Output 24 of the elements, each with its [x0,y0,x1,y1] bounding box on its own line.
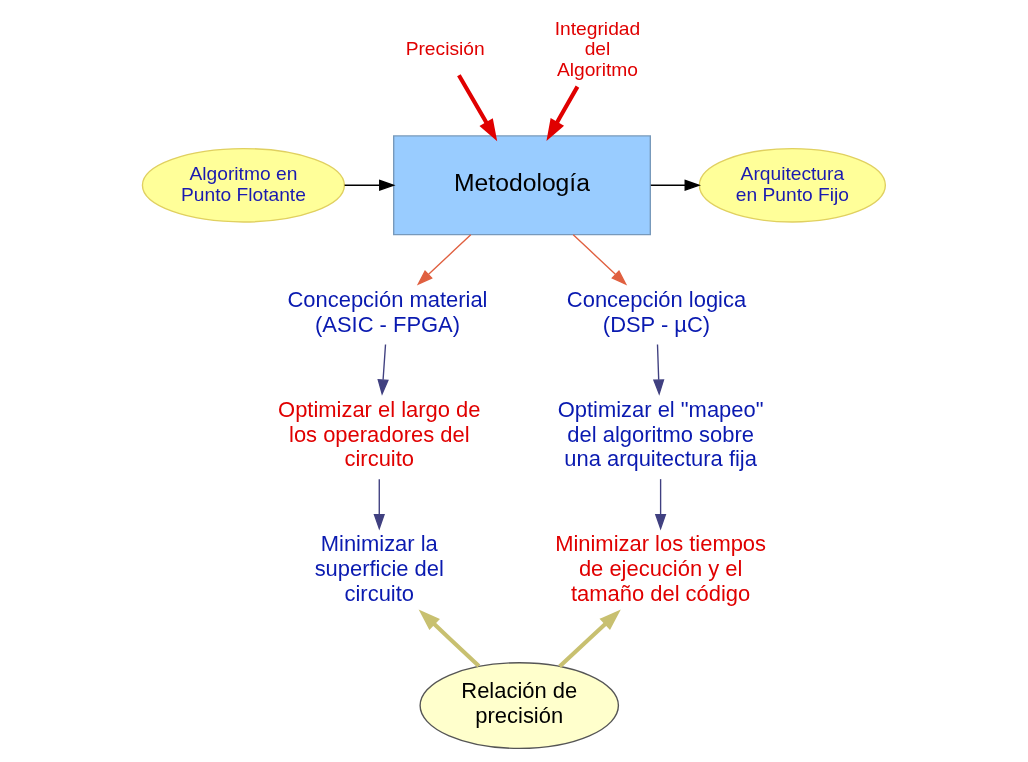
arrow [418,609,481,668]
node-text: Minimizar la superficie del circuito [314,531,444,606]
arrow [654,478,667,531]
node-ellipse: Algoritmo en Punto Flotante [141,147,346,223]
node-text: Minimizar los tiempos de ejecución y el tamaño del código [555,531,767,606]
node-text: Optimizar el largo de los operadores del circuito [278,396,481,472]
node-text: Concepción logica (DSP - µC) [566,287,747,337]
arrow [572,234,628,286]
arrow [650,179,701,192]
arrow [546,85,580,142]
arrow [457,74,498,142]
node-box: Metodología [393,135,651,236]
arrow [343,179,396,192]
node-text: Concepción material (ASIC - FPGA) [287,287,488,337]
arrow [373,478,386,531]
node-text: Optimizar el "mapeo" del algoritmo sobre una arquitectura fija [557,396,764,472]
node-ellipse: Arquitectura en Punto Fijo [698,147,887,223]
arrow [652,343,665,396]
node-text: Precisión [405,38,485,60]
arrow [377,343,389,396]
arrow [558,609,621,669]
node-text: Integridad del Algoritmo [554,17,641,80]
arrow [416,234,472,286]
node-ellipse: Relación de precisión [419,662,620,750]
